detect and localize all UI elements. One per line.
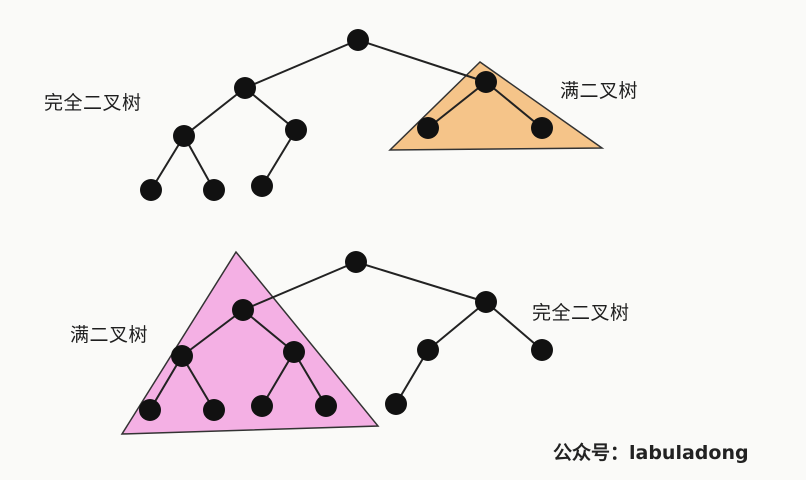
tree-node <box>171 345 193 367</box>
tree-node <box>283 341 305 363</box>
tree-node <box>475 71 497 93</box>
edge <box>181 309 244 357</box>
edge <box>485 81 543 129</box>
tree-node <box>251 175 273 197</box>
tree-node <box>531 339 553 361</box>
edge <box>485 301 543 351</box>
full-binary-tree-label-bottom: 满二叉树 <box>70 324 149 346</box>
tree-node <box>139 399 161 421</box>
edge <box>183 87 246 137</box>
tree-node <box>251 395 273 417</box>
top-tree-nodes <box>140 29 553 201</box>
edge <box>357 39 487 83</box>
tree-node <box>140 179 162 201</box>
complete-binary-tree-label-top: 完全二叉树 <box>44 92 142 114</box>
tree-node <box>347 29 369 51</box>
tree-node <box>345 251 367 273</box>
tree-node <box>234 77 256 99</box>
watermark: 公众号：labuladong <box>553 442 749 464</box>
tree-node <box>531 117 553 139</box>
full-tree-highlight-bottom <box>120 250 380 435</box>
tree-node <box>285 119 307 141</box>
tree-node <box>203 179 225 201</box>
edge <box>244 87 297 131</box>
edge <box>242 261 357 311</box>
tree-node <box>315 395 337 417</box>
tree-node <box>203 399 225 421</box>
edge <box>244 39 359 89</box>
tree-node <box>385 393 407 415</box>
tree-node <box>417 117 439 139</box>
full-binary-tree-label-top: 满二叉树 <box>560 80 639 102</box>
tree-node <box>475 291 497 313</box>
tree-node <box>173 125 195 147</box>
edge <box>355 261 487 303</box>
tree-node <box>232 299 254 321</box>
tree-node <box>417 339 439 361</box>
complete-binary-tree-label-bottom: 完全二叉树 <box>532 302 630 324</box>
edge <box>427 81 487 129</box>
edge <box>242 309 295 353</box>
edge <box>427 301 487 351</box>
bottom-tree-nodes <box>139 251 553 421</box>
